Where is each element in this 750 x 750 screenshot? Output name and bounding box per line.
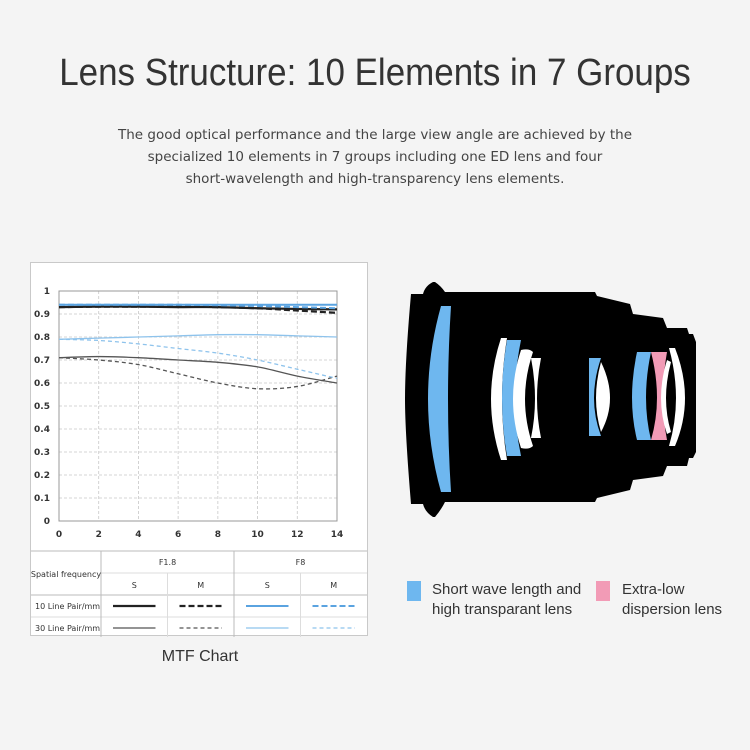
legend-ed-line-1: Extra-low [622, 581, 685, 598]
legend-ed-line-2: dispersion lens [622, 601, 723, 618]
mtf-chart: 0 2 4 6 8 10 12 14 0 0.1 0.2 0.3 0.4 0.5 0.6 0.7 0.8 0.9 1… [31, 287, 367, 637]
table-sub-label: M [197, 581, 204, 590]
lens-barrel [405, 282, 696, 517]
table-group-label: F8 [296, 558, 306, 567]
lens-element-6 [589, 358, 601, 436]
y-tick-label: 0.8 [34, 333, 50, 343]
page-title: Lens Structure: 10 Elements in 7 Groups [59, 52, 691, 94]
table-header-label: Spatial frequency [31, 570, 101, 579]
lens-element-5 [531, 358, 541, 438]
x-tick-label: 6 [175, 530, 181, 540]
y-tick-label: 0.2 [34, 471, 50, 481]
page-subtitle: The good optical performance and the lar… [80, 124, 670, 190]
y-tick-label: 0.4 [34, 425, 50, 435]
legend-label-short-wave: Short wave length and high transparant l… [432, 580, 581, 620]
x-tick-label: 10 [251, 530, 264, 540]
table-row-label: 10 Line Pair/mm [35, 602, 100, 611]
mtf-chart-caption: MTF Chart [161, 648, 239, 665]
table-sub-label: S [132, 581, 137, 590]
y-tick-label: 0.3 [34, 448, 50, 458]
lens-element-1 [428, 306, 451, 492]
x-tick-label: 0 [56, 530, 62, 540]
lens-element-11 [661, 360, 671, 434]
lens-element-7 [596, 362, 610, 432]
subtitle-line-2: specialized 10 elements in 7 groups incl… [147, 149, 603, 165]
y-tick-label: 0.1 [34, 494, 50, 504]
table-sub-label: M [330, 581, 337, 590]
legend-swatch-ed [596, 581, 610, 601]
y-tick-label: 0 [44, 517, 50, 527]
table-sub-label: S [265, 581, 270, 590]
mtf-series-f18_10_m [58, 305, 338, 314]
lens-diagram [405, 282, 696, 517]
mtf-chart-panel: 0 2 4 6 8 10 12 14 0 0.1 0.2 0.3 0.4 0.5 0.6 0.7 0.8 0.9 1… [30, 262, 368, 637]
x-tick-label: 14 [331, 530, 344, 540]
y-tick-label: 0.6 [34, 379, 50, 389]
lens-element-8 [632, 352, 651, 440]
x-tick-label: 2 [96, 530, 102, 540]
legend-short-wave-line-1: Short wave length and [432, 581, 582, 598]
x-tick-label: 4 [135, 530, 141, 540]
table-group-label: F1.8 [159, 558, 176, 567]
mtf-series-f8_30_s [58, 333, 338, 340]
mtf-series-f8_30_m [58, 338, 338, 380]
legend-swatch-short-wave [407, 581, 421, 601]
lens-element-4 [513, 349, 533, 449]
x-tick-label: 12 [291, 530, 304, 540]
legend-short-wave-line-2: high transparant lens [432, 601, 573, 618]
y-tick-label: 1 [44, 287, 50, 297]
mtf-series-f18_30_s [58, 355, 338, 384]
x-tick-label: 8 [215, 530, 221, 540]
table-row-label: 30 Line Pair/mm [35, 624, 100, 633]
mtf-series-f8_10_m [58, 303, 338, 310]
y-tick-label: 0.9 [34, 310, 50, 320]
y-tick-label: 0.5 [34, 402, 50, 412]
y-tick-label: 0.7 [34, 356, 50, 366]
legend-label-ed: Extra-low dispersion lens [622, 580, 722, 620]
subtitle-line-1: The good optical performance and the lar… [117, 127, 633, 143]
mtf-series-f18_30_m [58, 357, 338, 390]
plot-area-border [58, 290, 338, 522]
subtitle-line-3: short-wavelength and high-transparency l… [185, 171, 565, 187]
lens-element-2 [491, 338, 507, 460]
lens-element-10 [669, 348, 685, 446]
